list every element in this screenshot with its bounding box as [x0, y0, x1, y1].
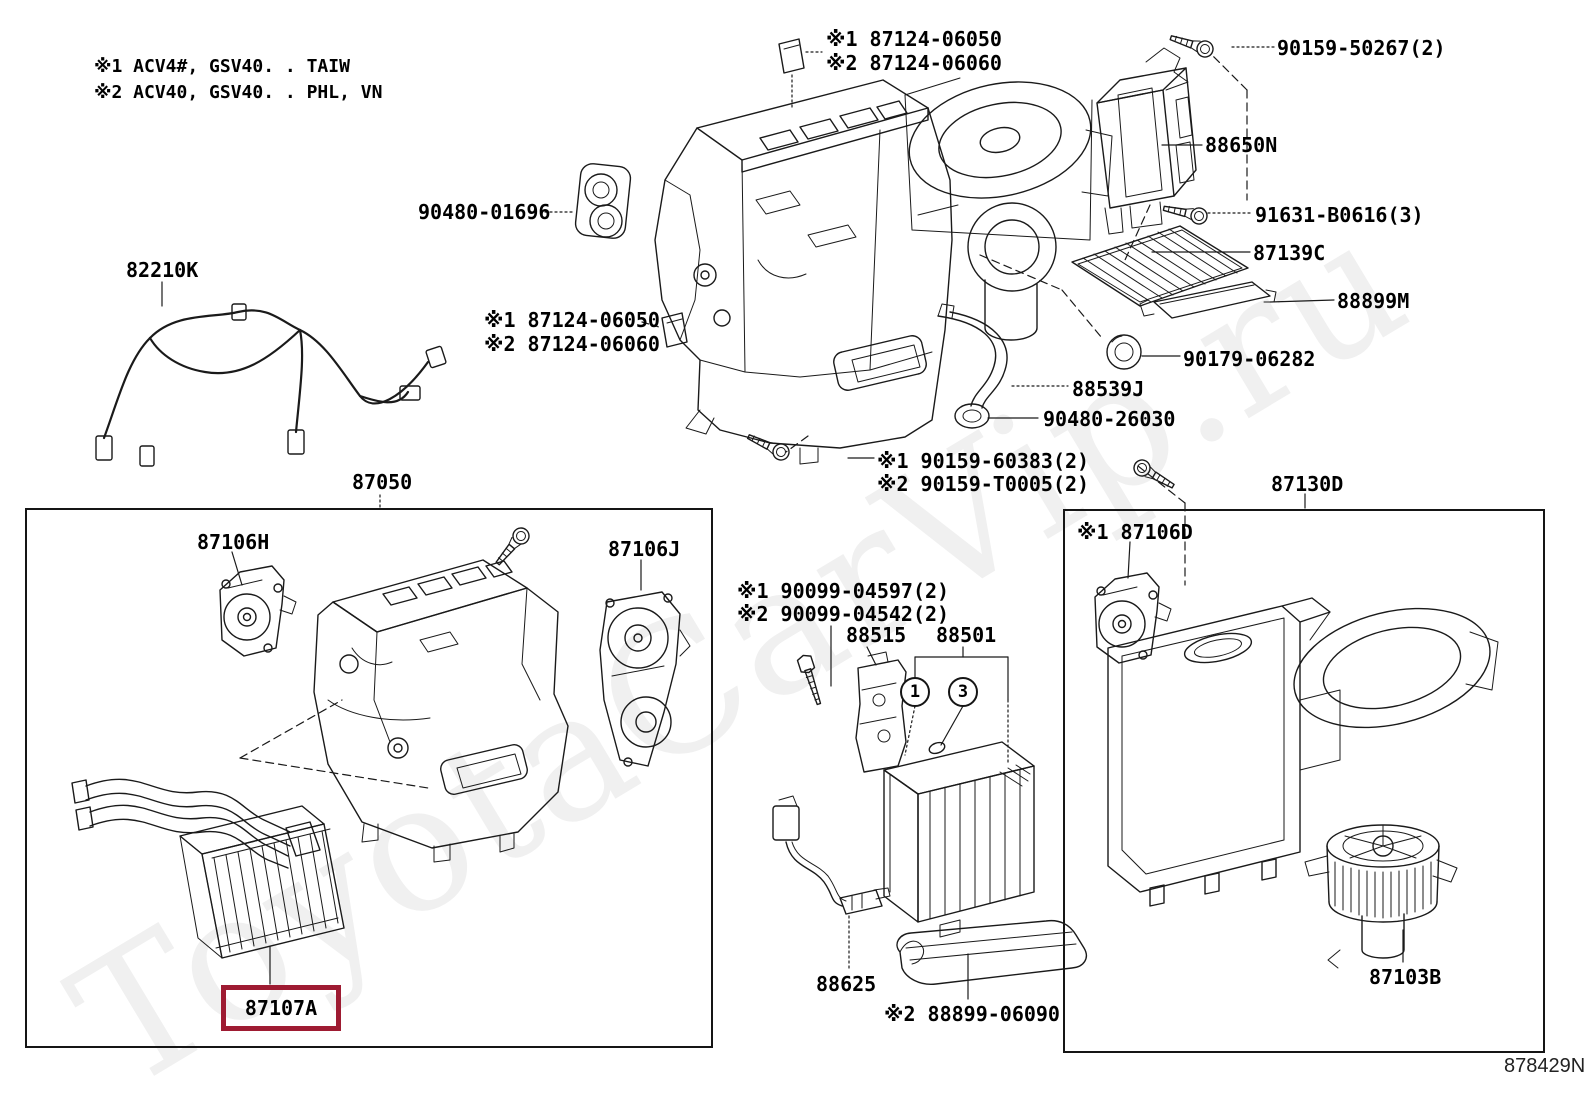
part-label-88650N[interactable]: 88650N [1205, 133, 1278, 157]
part-label-91631-B0616[interactable]: 91631-B0616(3) [1255, 203, 1424, 227]
part-label-82210K[interactable]: 82210K [126, 258, 199, 282]
blower-subassembly-drawing [904, 77, 1113, 341]
subassembly-box-87050 [25, 508, 713, 1048]
part-label-88899M[interactable]: 88899M [1337, 289, 1410, 313]
part-label-88515[interactable]: 88515 [846, 623, 907, 647]
part-label-90480-26030[interactable]: 90480-26030 [1043, 407, 1176, 431]
wire-harness-82210K-drawing [95, 303, 447, 467]
part-label-87124-mid-1[interactable]: ※1 87124-06050 [484, 308, 660, 332]
o-ring-drawing [928, 741, 946, 755]
blower-motor-87103B-drawing [1304, 824, 1458, 969]
servo-motor-87106D-drawing [1094, 572, 1172, 664]
bolt-90099-icon [795, 652, 827, 707]
screw-91631-B0616-icon [1161, 199, 1210, 227]
part-label-87124-top-2[interactable]: ※2 87124-06060 [826, 51, 1002, 75]
leader-lines [161, 46, 1404, 1000]
screw-90159-60383-icon [744, 428, 793, 464]
heater-unit-87050-drawing [239, 559, 569, 863]
part-label-90480-01696[interactable]: 90480-01696 [418, 200, 551, 224]
tube-clamp-88625-drawing [772, 795, 891, 915]
subassembly-box-87130D [1063, 509, 1545, 1053]
drain-channel-88899-06090-drawing [896, 919, 1088, 985]
evaporator-88501-drawing [883, 741, 1035, 938]
legend-note-1: ※1 ACV4#, GSV40. . TAIW [94, 56, 350, 77]
grommet-90480-01696-drawing [574, 163, 632, 239]
part-label-87050[interactable]: 87050 [352, 470, 413, 494]
part-label-87103B[interactable]: 87103B [1369, 965, 1442, 989]
clip-87124-mid-drawing [661, 312, 688, 348]
part-label-90159-50267[interactable]: 90159-50267(2) [1277, 36, 1446, 60]
part-label-90159-T0005[interactable]: ※2 90159-T0005(2) [877, 472, 1090, 496]
filter-87139C-drawing [1071, 225, 1249, 307]
part-label-87139C[interactable]: 87139C [1253, 241, 1326, 265]
part-label-87124-top-1[interactable]: ※1 87124-06050 [826, 27, 1002, 51]
part-label-88539J[interactable]: 88539J [1072, 377, 1145, 401]
part-label-87106D[interactable]: ※1 87106D [1077, 520, 1193, 544]
expansion-valve-88515-drawing [855, 651, 907, 773]
part-label-87124-mid-2[interactable]: ※2 87124-06060 [484, 332, 660, 356]
hose-88539J-drawing [937, 303, 1008, 429]
screw-right-box-icon [1130, 456, 1178, 494]
holder-88899M-drawing [1139, 281, 1277, 319]
part-label-88501[interactable]: 88501 [936, 623, 997, 647]
document-number: 878429N [1504, 1055, 1586, 1077]
servo-motor-87106J-drawing [599, 591, 691, 767]
part-label-88625[interactable]: 88625 [816, 972, 877, 996]
part-label-87106H[interactable]: 87106H [197, 530, 270, 554]
part-label-90099-04597[interactable]: ※1 90099-04597(2) [737, 579, 950, 603]
part-label-87130D[interactable]: 87130D [1271, 472, 1344, 496]
servo-motor-87106H-drawing [219, 565, 297, 657]
highlight-box-87107A: 87107A [221, 985, 341, 1031]
legend-note-2: ※2 ACV40, GSV40. . PHL, VN [94, 82, 383, 103]
part-label-87106J[interactable]: 87106J [608, 537, 681, 561]
part-label-88899-06090[interactable]: ※2 88899-06090 [884, 1002, 1060, 1026]
part-label-87107A[interactable]: 87107A [244, 996, 318, 1020]
part-label-90179-06282[interactable]: 90179-06282 [1183, 347, 1316, 371]
callout-3[interactable]: 3 [948, 677, 978, 707]
amplifier-88650N-drawing [1096, 47, 1248, 235]
part-label-90099-04542[interactable]: ※2 90099-04542(2) [737, 602, 950, 626]
clip-87124-top-drawing [778, 38, 805, 74]
heater-core-87107A-drawing [71, 778, 345, 959]
blower-case-87130D-drawing [1107, 465, 1499, 907]
part-label-90159-60383[interactable]: ※1 90159-60383(2) [877, 449, 1090, 473]
grommet-90179-drawing [1106, 334, 1142, 370]
callout-1[interactable]: 1 [900, 677, 930, 707]
